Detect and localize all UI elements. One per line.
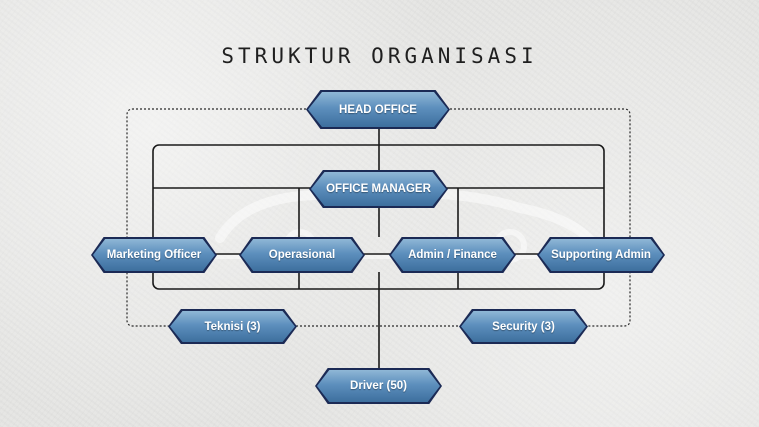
node-supporting-admin-label: Supporting Admin xyxy=(551,249,651,261)
node-head-office: HEAD OFFICE xyxy=(306,90,450,129)
node-driver-label: Driver (50) xyxy=(350,380,407,392)
node-operasional: Operasional xyxy=(239,237,365,273)
node-teknisi: Teknisi (3) xyxy=(168,309,297,344)
page-title: STRUKTUR ORGANISASI xyxy=(221,44,538,68)
node-admin-finance: Admin / Finance xyxy=(389,237,516,273)
node-supporting-admin: Supporting Admin xyxy=(537,237,665,273)
node-security-label: Security (3) xyxy=(492,320,555,333)
node-marketing-officer-label: Marketing Officer xyxy=(106,249,202,261)
node-admin-finance-label: Admin / Finance xyxy=(408,249,497,261)
node-operasional-label: Operasional xyxy=(268,249,336,261)
node-office-manager: OFFICE MANAGER xyxy=(309,170,448,208)
node-teknisi-label: Teknisi (3) xyxy=(204,320,261,333)
node-security: Security (3) xyxy=(459,309,588,344)
node-head-office-label: HEAD OFFICE xyxy=(339,103,417,116)
node-office-manager-label: OFFICE MANAGER xyxy=(326,183,431,195)
node-marketing-officer: Marketing Officer xyxy=(91,237,217,273)
node-driver: Driver (50) xyxy=(315,368,442,404)
